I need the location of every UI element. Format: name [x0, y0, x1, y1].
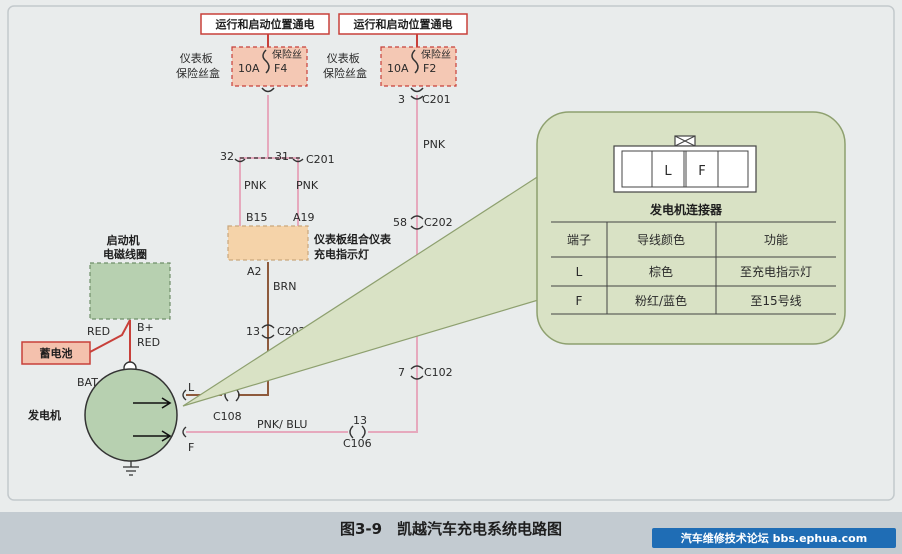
fuse-f2-terminal: [410, 87, 424, 93]
connector-cavity-l: [651, 150, 685, 188]
fuse-f2-rating: 10A: [387, 62, 409, 75]
battery-box: [21, 341, 91, 365]
table-header-function: 功能: [764, 233, 788, 247]
connector-cavity-f: [685, 150, 719, 188]
generator-arrow-f: [133, 430, 172, 442]
connector-table-title: 发电机连接器: [649, 202, 723, 217]
generator-terminal-f: F: [188, 441, 194, 454]
starter-terminal-bplus: B+: [137, 321, 154, 334]
starter-label: 启动机 电磁线圈: [103, 233, 147, 261]
power-source-right-text: 运行和启动位置通电: [354, 17, 453, 31]
c102-pin7: 7: [398, 366, 405, 379]
wire-red-battery: [89, 319, 131, 353]
fuse-box-left-label-l1: 仪表板: [180, 51, 213, 65]
starter-solenoid-box: [89, 262, 171, 320]
generator-label: 发电机: [27, 408, 61, 422]
c202-pin58: 58: [393, 216, 407, 229]
c201-left-symbol-a: [234, 158, 246, 163]
cluster-pin-a19: A19: [293, 211, 315, 224]
battery-label: 蓄电池: [40, 346, 73, 360]
wire-brn-label: BRN: [273, 280, 296, 293]
generator-arrow-l: [133, 397, 172, 409]
fuse-box-left-label-l2: 保险丝盒: [176, 66, 220, 80]
table-header-color: 导线颜色: [637, 232, 685, 247]
callout-pointer-mask: [539, 170, 553, 300]
instrument-cluster-label-l1: 仪表板组合仪表: [313, 232, 392, 246]
wire-pnk-left-a-label: PNK: [244, 179, 267, 192]
table-row2-function: 至15号线: [750, 294, 801, 308]
fuse-box-right-label-l2: 保险丝盒: [323, 66, 367, 80]
fuse-f2-word: 保险丝: [421, 48, 451, 61]
c201-left-symbol-b: [292, 158, 304, 163]
instrument-cluster-label: 仪表板组合仪表 充电指示灯: [313, 232, 395, 261]
generator-terminal-l: L: [188, 381, 195, 394]
power-source-left-text: 运行和启动位置通电: [216, 17, 315, 31]
c201-right-symbol: [410, 95, 424, 100]
c106-label: C106: [343, 437, 372, 450]
power-source-left: [200, 13, 330, 35]
table-row1-function: 至充电指示灯: [740, 264, 812, 279]
wire-brn: [238, 262, 269, 396]
generator-body: [84, 368, 178, 462]
fuse-f4-word: 保险丝: [272, 48, 302, 61]
cluster-pin-a2: A2: [247, 265, 262, 278]
table-row2-pin: F: [576, 294, 583, 308]
connector-face: [613, 145, 757, 193]
wire-red-label-b: RED: [137, 336, 160, 349]
connector-table: [551, 221, 836, 315]
table-row1-color: 棕色: [649, 264, 673, 279]
fuse-f4-terminal: [261, 87, 275, 93]
c108-label: C108: [213, 410, 242, 423]
table-row2-color: 粉红/蓝色: [635, 293, 687, 308]
wire-red-label-a: RED: [87, 325, 110, 338]
figure-caption: 图3-9 凯越汽车充电系统电路图: [340, 520, 562, 538]
fuse-f4-symbol: [262, 49, 270, 74]
c202-pin13: 13: [246, 325, 260, 338]
c202-right-symbol: [410, 215, 424, 230]
generator-socket-f: [182, 426, 187, 438]
table-header-pin: 端子: [567, 233, 591, 247]
fuse-box-right-label: 仪表板 保险丝盒: [323, 51, 367, 80]
c102-label: C102: [424, 366, 453, 379]
wire-pnk-left-b-label: PNK: [296, 179, 319, 192]
generator-socket-l: [182, 389, 187, 401]
connector-latch-cross: [674, 135, 696, 147]
connector-face-inner: [621, 150, 749, 188]
c201-pin32: 32: [220, 150, 234, 163]
generator-terminal-bat: BAT: [77, 376, 98, 389]
wire-pnk-right-label: PNK: [423, 138, 446, 151]
connector-pin-l: L: [664, 164, 672, 179]
c201-pin31: 31: [275, 150, 289, 163]
cluster-pin-b15: B15: [246, 211, 268, 224]
fuse-f4-id: F4: [274, 62, 287, 75]
c201-right-label: C201: [422, 93, 451, 106]
c106-pin13: 13: [353, 414, 367, 427]
c106-symbol: [349, 425, 366, 439]
power-source-right: [338, 13, 468, 35]
c201-pin3: 3: [398, 93, 405, 106]
watermark-box: [652, 528, 896, 548]
connector-pin-f: F: [698, 164, 705, 179]
fuse-box-left-label: 仪表板 保险丝盒: [176, 51, 220, 80]
watermark-text: 汽车维修技术论坛 bbs.ephua.com: [681, 531, 867, 545]
c102-symbol: [410, 365, 424, 380]
c202-right-label: C202: [424, 216, 453, 229]
fuse-f2-id: F2: [423, 62, 436, 75]
wire-pnk-right: [368, 95, 418, 433]
starter-label-l1: 启动机: [107, 233, 140, 247]
fuse-box-right-label-l1: 仪表板: [327, 51, 360, 65]
instrument-cluster-box: [227, 225, 309, 261]
starter-label-l2: 电磁线圈: [103, 247, 147, 261]
instrument-cluster-label-l2: 充电指示灯: [314, 247, 369, 261]
wire-pnk-blu-label: PNK/ BLU: [257, 418, 307, 431]
page-border: [7, 5, 895, 501]
ground-icon: [123, 461, 139, 476]
c202-left-symbol: [261, 324, 275, 339]
fuse-f2-symbol: [411, 49, 419, 74]
c201-left-label: C201: [306, 153, 335, 166]
fuse-f4-rating: 10A: [238, 62, 260, 75]
table-row1-pin: L: [576, 265, 583, 279]
